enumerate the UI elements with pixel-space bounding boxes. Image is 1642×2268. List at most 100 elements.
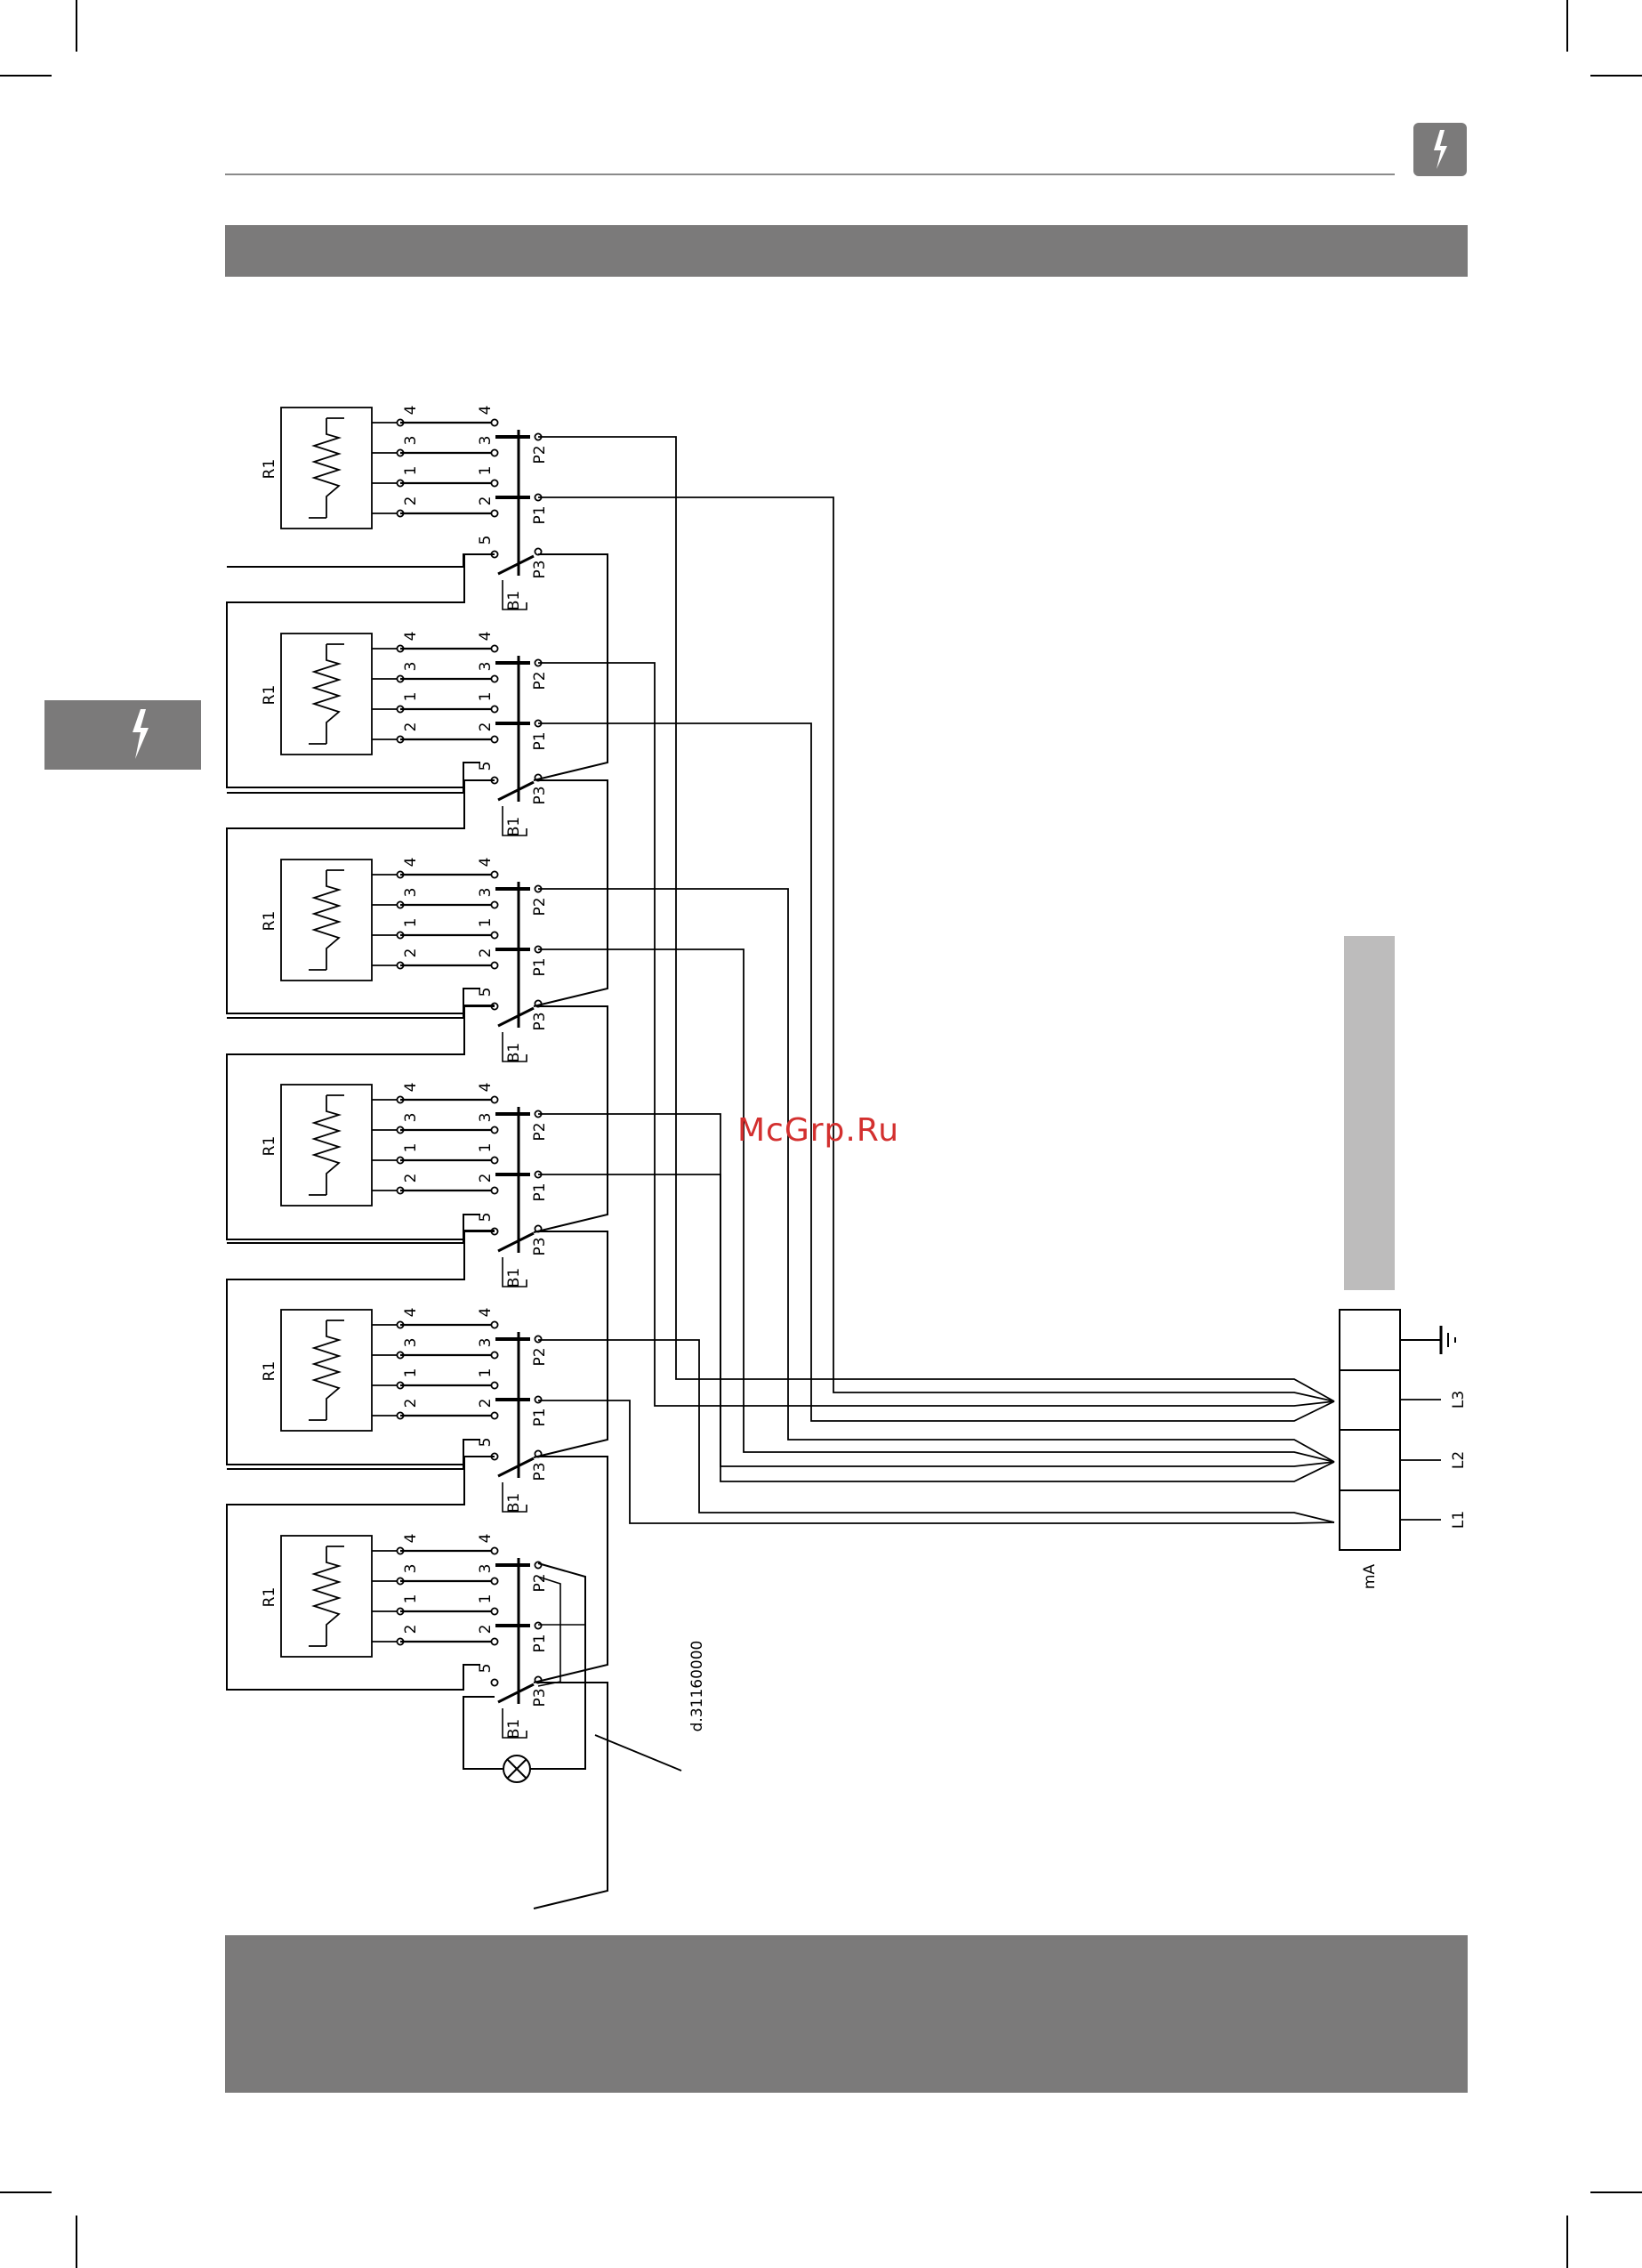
- terminal-dot: [491, 1321, 497, 1328]
- contact-label: P3: [531, 786, 549, 804]
- contact-label: P3: [531, 1462, 549, 1481]
- resistor-label: R1: [261, 1136, 278, 1157]
- thermostat-label: B1: [505, 1043, 523, 1062]
- terminal-label: 1: [402, 1368, 420, 1378]
- terminal-dot: [491, 480, 497, 486]
- thermostat-contact: [498, 782, 534, 800]
- loop-wire: [538, 1602, 585, 1625]
- terminal-dot: [491, 901, 497, 908]
- thermostat-label: B1: [505, 591, 523, 610]
- terminal-label: 2: [402, 1625, 420, 1634]
- terminal-label: 1: [402, 1594, 420, 1604]
- terminal-label: 5: [477, 536, 495, 545]
- feeder-wire: [538, 1114, 1334, 1466]
- terminal-label: 1: [477, 1143, 495, 1153]
- phase-label: L1: [1450, 1511, 1468, 1529]
- contact-label: P1: [531, 731, 549, 750]
- terminal-label: 3: [477, 662, 495, 672]
- terminal-dot: [535, 1562, 541, 1568]
- terminal-label: 3: [402, 1564, 420, 1574]
- terminal-dot: [491, 1578, 497, 1584]
- lamp-wire: [463, 1697, 503, 1769]
- resistor-label: R1: [261, 911, 278, 932]
- terminal-label: 3: [402, 436, 420, 446]
- contact-label: P2: [531, 1347, 549, 1366]
- contact-label: P1: [531, 1634, 549, 1652]
- phase-label: L2: [1450, 1451, 1468, 1469]
- terminal-dot: [491, 736, 497, 742]
- terminal-label: 4: [477, 632, 495, 642]
- terminal-label: 1: [402, 466, 420, 476]
- terminal-dot: [491, 706, 497, 712]
- thermostat-contact: [498, 1233, 534, 1251]
- terminal-dot: [491, 1352, 497, 1358]
- terminal-label: 4: [477, 1308, 495, 1318]
- terminal-dot: [535, 1622, 541, 1628]
- terminal-label: 2: [402, 496, 420, 506]
- terminal-dot: [491, 419, 497, 425]
- terminal-label: 5: [477, 1213, 495, 1223]
- feeder-wire: [538, 889, 1334, 1462]
- feeder-wire: [538, 1174, 1334, 1481]
- terminal-label: 4: [402, 1083, 420, 1093]
- frame-wire: [227, 1005, 495, 1018]
- thermostat-label: B1: [505, 1268, 523, 1287]
- feeder-wire: [538, 663, 1334, 1406]
- thermostat-contact: [498, 1684, 534, 1702]
- resistor-label: R1: [261, 1587, 278, 1608]
- terminal-label: 3: [477, 436, 495, 446]
- contact-label: P2: [531, 671, 549, 690]
- terminal-label: 1: [477, 466, 495, 476]
- terminal-dot: [491, 1679, 497, 1685]
- contact-label: P2: [531, 445, 549, 464]
- resistor-label: R1: [261, 459, 278, 480]
- contact-label: P1: [531, 1182, 549, 1201]
- watermark: McGrp.Ru: [737, 1112, 899, 1149]
- doc-code: d.31160000: [688, 1641, 706, 1732]
- terminal-label: 3: [477, 1564, 495, 1574]
- terminal-label: 5: [477, 988, 495, 997]
- feeder-wire: [538, 1340, 1334, 1522]
- terminal-dot: [491, 645, 497, 651]
- contact-label: P3: [531, 560, 549, 578]
- terminal-dot: [535, 1336, 541, 1342]
- terminal-label: 4: [402, 1308, 420, 1318]
- chain-wire: [534, 1683, 608, 1909]
- terminal-dot: [535, 1396, 541, 1402]
- terminal-label: 2: [402, 1174, 420, 1183]
- terminal-label: 2: [402, 722, 420, 732]
- contact-label: P3: [531, 1012, 549, 1030]
- terminal-label: 1: [402, 1143, 420, 1153]
- contact-label: P1: [531, 957, 549, 976]
- terminal-label: 3: [477, 888, 495, 898]
- terminal-label: 2: [477, 722, 495, 732]
- terminal-dot: [491, 1382, 497, 1388]
- frame-wire: [227, 1457, 495, 1469]
- feeder-wire: [538, 949, 1334, 1462]
- terminal-dot: [491, 510, 497, 516]
- terminal-label: 1: [477, 918, 495, 928]
- terminal-label: 4: [477, 858, 495, 868]
- terminal-label: 4: [477, 1083, 495, 1093]
- terminal-label: 4: [402, 632, 420, 642]
- terminal-dot: [491, 962, 497, 968]
- contact-label: P1: [531, 1408, 549, 1426]
- terminal-label: 1: [402, 918, 420, 928]
- lamp-wire: [530, 1563, 585, 1769]
- terminal-label: 3: [477, 1338, 495, 1348]
- feeder-wire: [538, 1400, 1334, 1523]
- terminal-dot: [491, 675, 497, 682]
- thermostat-contact: [498, 556, 534, 574]
- meter-label: mA: [1361, 1564, 1379, 1590]
- terminal-label: 1: [477, 1594, 495, 1604]
- thermostat-contact: [498, 1008, 534, 1026]
- contact-label: P3: [531, 1688, 549, 1707]
- terminal-dot: [491, 1126, 497, 1133]
- thermostat-contact: [498, 1458, 534, 1476]
- contact-label: P2: [531, 897, 549, 916]
- terminal-label: 5: [477, 762, 495, 771]
- terminal-label: 1: [477, 1368, 495, 1378]
- terminal-dot: [491, 1412, 497, 1418]
- terminal-label: 5: [477, 1438, 495, 1448]
